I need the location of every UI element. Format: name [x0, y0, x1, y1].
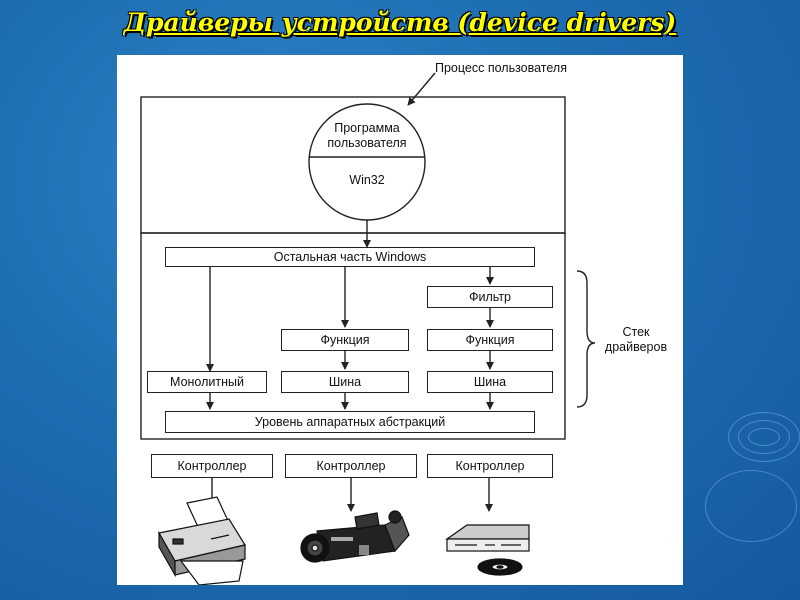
function-box-right: Функция [427, 329, 553, 351]
user-process-label: Процесс пользователя [435, 61, 567, 75]
monolithic-box: Монолитный [147, 371, 267, 393]
rest-of-windows-box: Остальная часть Windows [165, 247, 535, 267]
driver-stack-label: Стек драйверов [604, 325, 668, 354]
function-box-left: Функция [281, 329, 409, 351]
hal-box: Уровень аппаратных абстракций [165, 411, 535, 433]
slide-title: Драйверы устройств (device drivers) [123, 8, 677, 37]
controller-box-2: Контроллер [285, 454, 417, 478]
driver-diagram: Процесс пользователя Программа пользоват… [117, 55, 683, 585]
controller-box-1: Контроллер [151, 454, 273, 478]
cd-player-icon [445, 524, 530, 576]
kernel-region [140, 232, 566, 440]
diagram-lines [140, 72, 596, 585]
bus-box-left: Шина [281, 371, 409, 393]
bus-box-right: Шина [427, 371, 553, 393]
camcorder-icon [300, 510, 410, 563]
user-program-label: Программа пользователя [327, 121, 407, 150]
filter-box: Фильтр [427, 286, 553, 308]
win32-label: Win32 [349, 173, 385, 187]
driver-stack-brace [576, 270, 596, 408]
printer-icon [158, 496, 246, 585]
controller-box-3: Контроллер [427, 454, 553, 478]
